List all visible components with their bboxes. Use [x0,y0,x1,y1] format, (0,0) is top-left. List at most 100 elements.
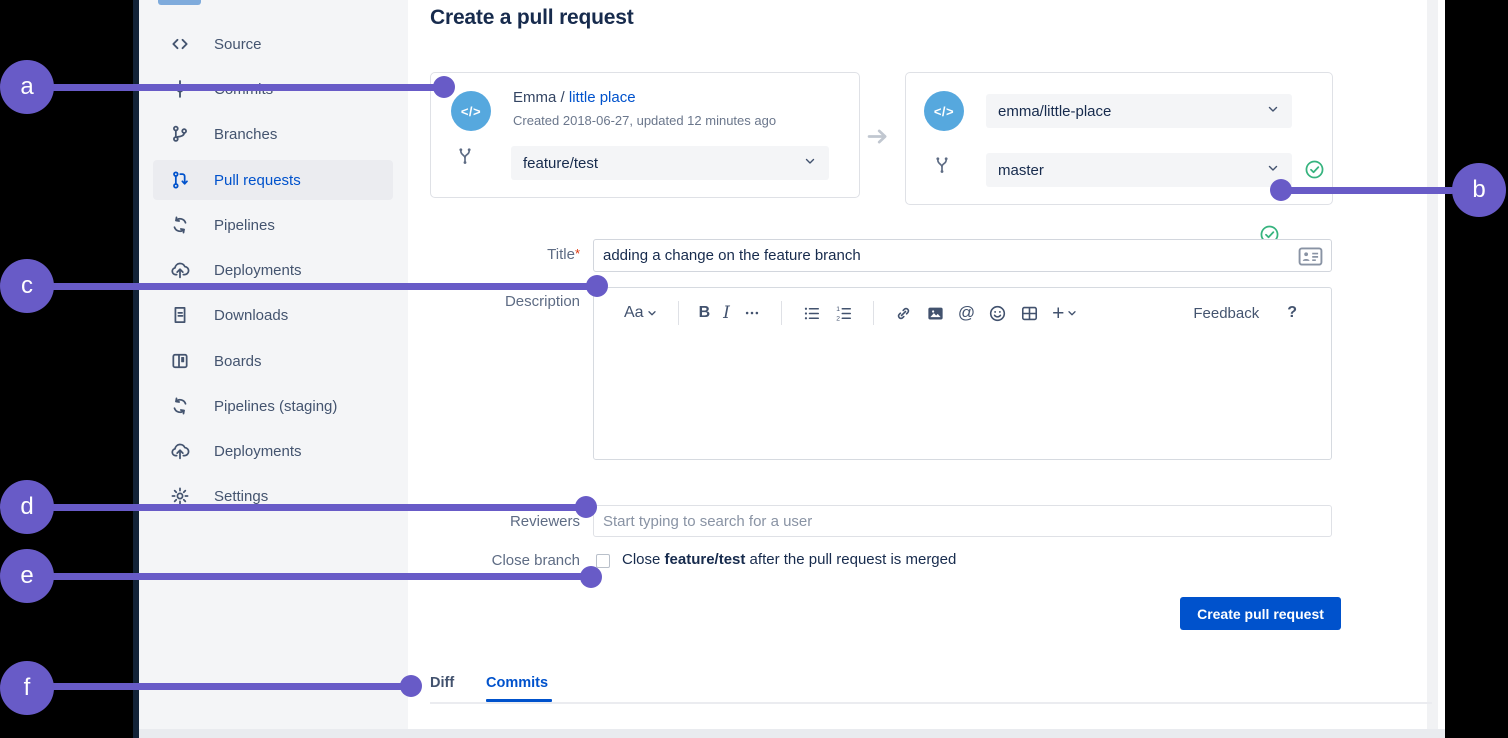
sidebar-item-label: Settings [214,487,269,505]
tab-commits[interactable]: Commits [486,675,549,691]
chevron-down-icon [1266,161,1280,179]
sidebar-item-settings[interactable]: Settings [153,476,393,516]
sidebar-item-label: Deployments [214,261,302,279]
required-asterisk: * [574,246,580,261]
help-icon[interactable]: ? [1287,304,1297,321]
contact-card-icon[interactable] [1298,247,1323,271]
sidebar-item-pipelines[interactable]: Pipelines [153,205,393,245]
sidebar-item-label: Pipelines (staging) [214,397,338,415]
bullet-list-icon[interactable] [802,304,821,323]
svg-text:2: 2 [836,315,840,322]
sidebar-item-branches[interactable]: Branches [153,114,393,154]
callout-marker-e: e [0,549,54,603]
callout-line-f [30,683,411,690]
close-branch-checkbox[interactable] [596,554,610,568]
cloud-upload-icon [170,260,190,280]
page-title: Create a pull request [430,6,634,29]
callout-marker-f: f [0,661,54,715]
title-label: Title* [547,246,580,263]
global-nav-strip [133,0,139,738]
bottom-edge [139,729,1445,738]
destination-branch-card: </> emma/little-place master [905,72,1333,205]
text-style-icon[interactable]: Aa [624,304,658,322]
callout-line-b [1281,187,1455,194]
callout-marker-b: b [1452,163,1506,217]
callout-dot-b [1270,179,1292,201]
destination-repo-select[interactable]: emma/little-place [986,94,1292,128]
italic-icon[interactable]: I [723,303,730,323]
cloud-upload-icon [170,441,190,461]
destination-repo-value: emma/little-place [998,102,1112,120]
document-icon [170,305,190,325]
pull-request-icon [170,170,190,190]
sidebar-item-boards[interactable]: Boards [153,341,393,381]
pipelines-icon [170,215,190,235]
table-icon[interactable] [1020,304,1039,323]
reviewers-input[interactable] [593,505,1332,537]
branch-valid-check-icon [1304,159,1325,185]
toolbar-divider [872,301,874,325]
branch-icon [170,124,190,144]
callout-line-e [30,573,591,580]
repo-avatar: </> [924,91,964,131]
sidebar-item-source[interactable]: Source [153,24,393,64]
feedback-link[interactable]: Feedback [1193,304,1260,322]
title-input[interactable] [593,239,1332,272]
description-label: Description [504,293,580,310]
sidebar-item-pull-requests[interactable]: Pull requests [153,160,393,200]
destination-branch-value: master [998,161,1044,179]
callout-dot-c [586,275,608,297]
sidebar-item-downloads[interactable]: Downloads [153,295,393,335]
callout-line-c [30,283,597,290]
code-icon [170,34,190,54]
scrollbar-track[interactable] [1427,0,1438,730]
repo-meta: Created 2018-06-27, updated 12 minutes a… [513,113,777,128]
sidebar-item-label: Deployments [214,442,302,460]
repo-owner: Emma / [513,89,565,106]
sidebar-item-label: Pipelines [214,216,275,234]
sidebar-item-deployments[interactable]: Deployments [153,250,393,290]
code-avatar-glyph: </> [933,103,955,119]
tab-diff[interactable]: Diff [430,675,455,691]
source-branch-card: </> Emma / little place Created 2018-06-… [430,72,1279,244]
repo-avatar: </> [451,91,491,131]
callout-dot-f [400,675,422,697]
link-icon[interactable] [894,304,913,323]
sidebar-item-pipelines-staging[interactable]: Pipelines (staging) [153,386,393,426]
nav-logo-fragment [158,0,201,5]
branch-fork-icon [932,155,952,180]
source-branch-value: feature/test [523,154,599,172]
bold-icon[interactable]: B [698,304,711,321]
sidebar-item-label: Boards [214,352,262,370]
image-icon[interactable] [926,304,945,323]
sidebar-item-label: Source [214,35,262,53]
mention-icon[interactable]: @ [957,303,976,322]
source-branch-select[interactable]: feature/test [511,146,829,180]
toolbar-divider [677,301,679,325]
callout-dot-a [433,76,455,98]
emoji-icon[interactable] [988,304,1007,323]
toolbar-divider [780,301,782,325]
code-avatar-glyph: </> [460,103,482,119]
svg-text:1: 1 [836,305,840,312]
insert-more-icon[interactable]: + [1052,303,1078,324]
repo-name-link[interactable]: little place [568,89,636,106]
close-branch-label: Close branch [491,552,580,569]
callout-line-d [30,504,586,511]
callout-line-a [30,84,444,91]
sidebar-item-label: Pull requests [214,171,301,189]
destination-branch-select[interactable]: master [986,153,1292,187]
close-branch-name: feature/test [664,551,746,568]
callout-dot-e [580,566,602,588]
chevron-down-icon [1266,102,1280,120]
arrow-right-icon [864,123,891,155]
sidebar-item-deployments-2[interactable]: Deployments [153,431,393,471]
callout-marker-d: d [0,480,54,534]
callout-marker-a: a [0,60,54,114]
create-pull-request-button[interactable]: Create pull request [1180,597,1341,630]
description-textarea[interactable] [594,325,1331,445]
more-formatting-icon[interactable] [743,304,761,322]
